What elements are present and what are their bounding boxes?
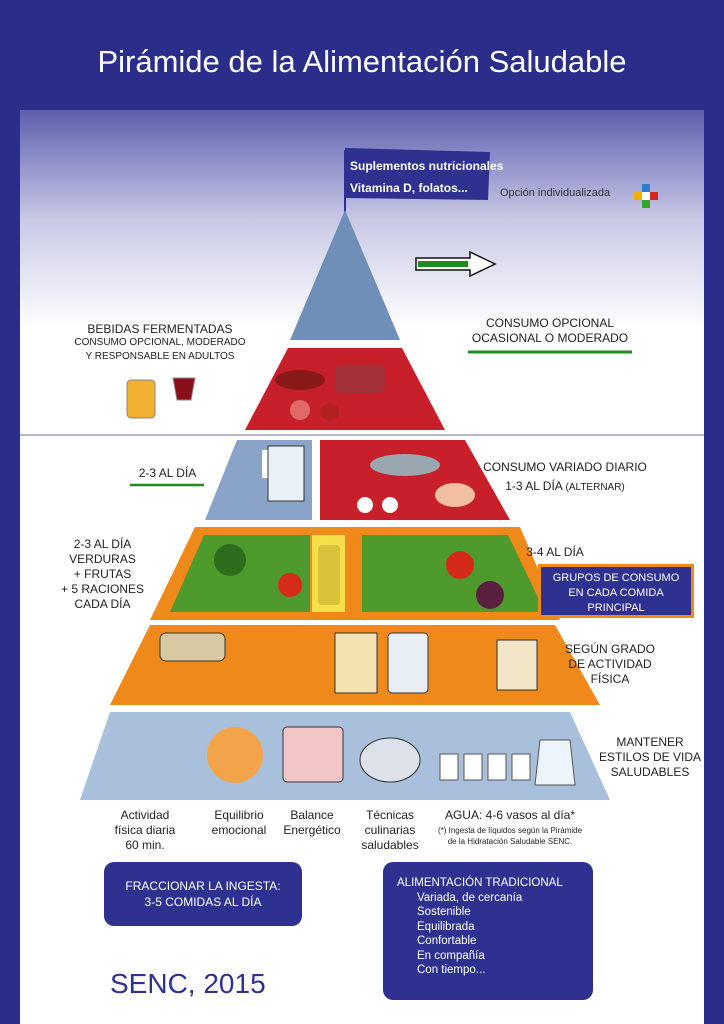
fruits-label: 3-4 AL DÍA	[526, 545, 584, 559]
protein-label: CONSUMO VARIADO DIARIO 1-3 AL DÍA (ALTER…	[483, 460, 647, 493]
flag	[345, 148, 490, 200]
tier-vegetables	[170, 535, 310, 612]
flag-text: Suplementos nutricionales Vitamina D, fo…	[350, 159, 504, 195]
food-illustrations	[126, 365, 576, 786]
dairy-label: 2-3 AL DÍA	[138, 466, 197, 480]
footer-credit: SENC, 2015	[110, 968, 266, 999]
tier-top	[290, 210, 400, 340]
page-title: Pirámide de la Alimentación Saludable	[97, 44, 627, 79]
individual-option-label: Opción individualizada	[500, 187, 611, 199]
multicolor-cross-icon	[634, 184, 658, 208]
traditional-box: ALIMENTACIÓN TRADICIONAL Variada, de cer…	[383, 862, 593, 1000]
fraction-box: FRACCIONAR LA INGESTA:3-5 COMIDAS AL DÍA	[104, 862, 302, 926]
water-label: AGUA: 4-6 vasos al día* (*) Ingesta de l…	[437, 808, 583, 846]
fermented-label: BEBIDAS FERMENTADAS CONSUMO OPCIONAL, MO…	[74, 322, 246, 362]
